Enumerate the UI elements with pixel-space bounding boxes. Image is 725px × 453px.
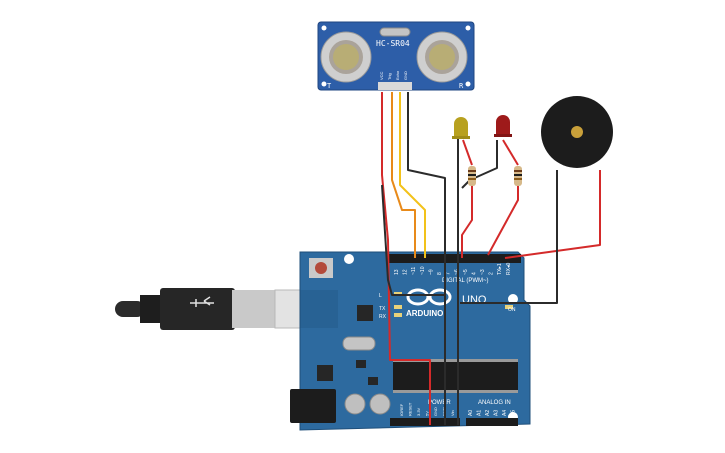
reset-button[interactable]: [315, 262, 327, 274]
analog-pin-label-4: A4: [502, 410, 508, 416]
wire-trig-orange[interactable]: [391, 92, 416, 258]
microcontroller-chip: [393, 362, 518, 390]
wire-led-yellow-anode[interactable]: [462, 139, 473, 166]
power-pin-label-1: RESET: [408, 402, 413, 416]
wire-gnd-black[interactable]: [407, 92, 446, 425]
arduino-logo: [406, 288, 452, 306]
power-jack[interactable]: [290, 389, 336, 423]
analog-header[interactable]: [466, 418, 518, 426]
wire-resistor2-pin[interactable]: [487, 185, 519, 256]
arduino-board[interactable]: [290, 251, 531, 431]
digital-pin-label-2: ~11: [411, 267, 417, 275]
analog-pin-label-3: A3: [494, 410, 500, 416]
resistor-2[interactable]: [514, 166, 522, 186]
power-pin-label-6: Vin: [450, 410, 455, 416]
receiver: [416, 31, 468, 83]
digital-pin-label-0: 13: [394, 269, 400, 275]
led-tx-label: TX: [379, 306, 386, 312]
resistor-1[interactable]: [468, 166, 476, 186]
analog-pin-label-0: A0: [468, 410, 474, 416]
wire-echo-yellow[interactable]: [399, 92, 426, 258]
sensor-pin-label-1: Trig: [387, 73, 392, 80]
usb-icon: [190, 296, 214, 307]
digital-pin-label-10: ~3: [480, 269, 486, 275]
digital-pin-label-5: 8: [437, 272, 443, 275]
sensor-model: HC-SR04: [376, 39, 410, 48]
on-label: ON: [508, 307, 516, 313]
wire-gnd-black-2[interactable]: [381, 184, 445, 296]
sensor-pin-label-3: GND: [403, 71, 408, 80]
model-label: UNO: [462, 294, 487, 306]
analog-pin-label-2: A2: [485, 410, 491, 416]
transmitter: [320, 31, 372, 83]
digital-pin-label-9: 4: [471, 272, 477, 275]
digital-pin-label-13: RX◂0: [506, 263, 512, 275]
wire-led-red-cathode[interactable]: [461, 140, 498, 189]
digital-pin-label-11: 2: [489, 272, 495, 275]
power-pin-label-2: 3.3V: [416, 407, 421, 416]
power-pin-label-3: 5V: [425, 411, 430, 416]
sensor-t-mark: T: [327, 82, 332, 90]
analog-pin-label-5: A5: [511, 410, 517, 416]
digital-pin-label-1: 12: [403, 269, 409, 275]
digital-pin-label-6: 7: [446, 272, 452, 275]
ultrasonic-sensor[interactable]: [317, 21, 475, 91]
led-yellow[interactable]: [452, 117, 470, 139]
power-pin-label-0: IOREF: [399, 403, 404, 416]
led-rx-label: RX: [379, 314, 387, 320]
analog-label: ANALOG IN: [478, 400, 511, 406]
digital-pin-label-8: ~5: [463, 269, 469, 275]
power-pin-label-4: GND: [433, 407, 438, 416]
digital-label: DIGITAL (PWM~): [442, 278, 489, 284]
power-label: POWER: [428, 400, 451, 406]
sensor-r-mark: R: [459, 82, 464, 90]
piezo-buzzer[interactable]: [541, 96, 613, 168]
wire-buzzer-red[interactable]: [504, 170, 601, 259]
sensor-pin-label-2: Echo: [395, 70, 400, 80]
led-l-label: L: [379, 293, 382, 299]
wire-resistor1-pin[interactable]: [461, 185, 473, 258]
sensor-pin-label-0: VCC: [379, 71, 384, 80]
led-red[interactable]: [494, 115, 512, 137]
power-header[interactable]: [390, 418, 460, 426]
digital-header[interactable]: [389, 254, 521, 263]
brand-label: ARDUINO: [406, 309, 443, 318]
wire-led-red-anode[interactable]: [502, 139, 519, 166]
digital-pin-label-4: ~9: [428, 269, 434, 275]
analog-pin-label-1: A1: [477, 410, 483, 416]
wire-buzzer-black[interactable]: [460, 170, 558, 304]
digital-pin-label-3: ~10: [420, 266, 426, 275]
digital-pin-label-12: TX▸1: [497, 263, 503, 275]
wire-vcc-red[interactable]: [381, 92, 431, 425]
